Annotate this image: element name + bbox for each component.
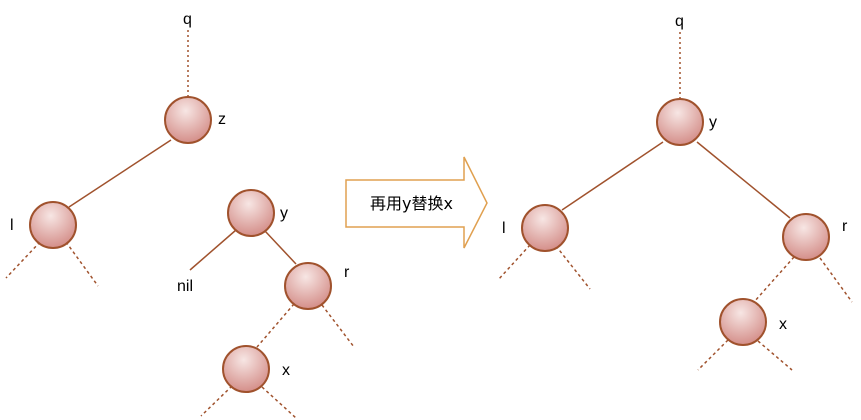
edge-l-left-subtree <box>497 244 531 281</box>
label-nil: nil <box>177 278 193 295</box>
edge-r-right-subtree <box>321 304 355 348</box>
edge-x-right-subtree <box>757 340 793 371</box>
edge-y-r <box>264 230 297 265</box>
node-r <box>284 262 332 310</box>
label-r: r <box>842 218 848 235</box>
label-r: r <box>344 264 350 281</box>
edge-y-l <box>561 141 664 211</box>
label-q: q <box>675 13 684 30</box>
node-l <box>521 204 569 252</box>
edge-x-left-subtree <box>200 385 233 417</box>
node-y <box>227 189 275 237</box>
edge-x-right-subtree <box>261 386 297 419</box>
transform-arrow: 再用y替换x <box>345 156 488 249</box>
right-tree: q y l r x <box>497 13 853 371</box>
label-y: y <box>709 114 717 131</box>
edge-x-left-subtree <box>697 339 729 371</box>
edge-y-nil <box>189 229 237 271</box>
edge-l-right-subtree <box>555 245 591 290</box>
label-x: x <box>282 362 290 379</box>
label-z: z <box>218 111 226 128</box>
label-q: q <box>183 11 192 28</box>
edge-l-left-subtree <box>5 241 41 279</box>
label-x: x <box>779 316 787 333</box>
arrow-caption: 再用y替换x <box>370 194 453 213</box>
edge-r-right-subtree <box>819 257 853 303</box>
label-l: l <box>502 220 506 237</box>
left-tree: q z l y nil r x <box>5 11 355 419</box>
node-l <box>29 201 77 249</box>
edge-y-r <box>696 141 791 219</box>
node-y <box>656 98 704 146</box>
node-z <box>164 96 212 144</box>
node-x <box>222 345 270 393</box>
arrow-shape <box>345 156 488 249</box>
edge-r-x-dotted <box>256 303 295 348</box>
node-x <box>719 298 767 346</box>
node-r <box>782 213 830 261</box>
edge-r-x-dotted <box>753 256 795 303</box>
edge-l-right-subtree <box>65 241 99 287</box>
label-l: l <box>10 217 14 234</box>
edge-z-l <box>68 139 172 208</box>
label-y: y <box>280 205 288 222</box>
